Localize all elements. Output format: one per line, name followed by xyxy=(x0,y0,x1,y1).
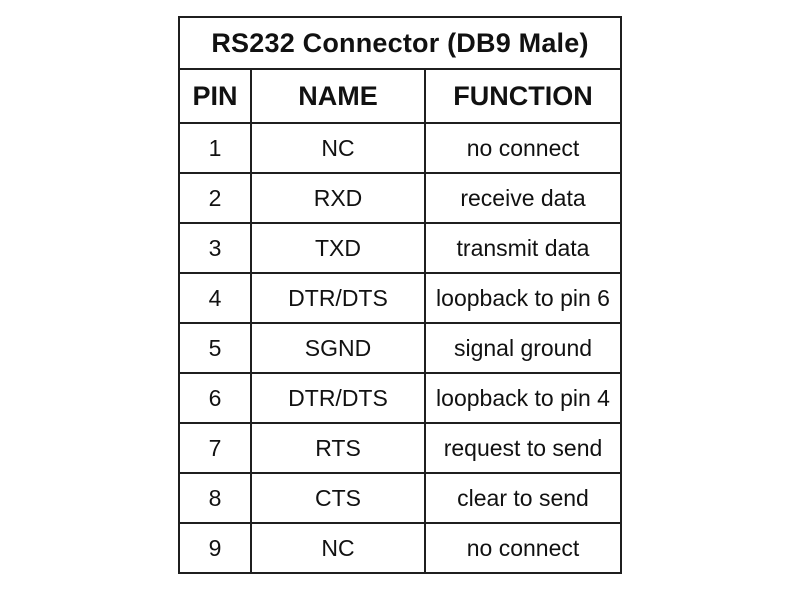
function-cell: request to send xyxy=(423,422,623,474)
name-cell: DTR/DTS xyxy=(250,372,426,424)
function-cell: clear to send xyxy=(423,472,623,524)
pin-cell: 8 xyxy=(178,472,252,524)
pin-cell: 7 xyxy=(178,422,252,474)
name-cell: SGND xyxy=(250,322,426,374)
name-cell: TXD xyxy=(250,222,426,274)
pin-cell: 1 xyxy=(178,122,252,174)
column-header-name: NAME xyxy=(250,68,426,124)
function-cell: no connect xyxy=(423,522,623,574)
name-cell: DTR/DTS xyxy=(250,272,426,324)
pin-cell: 4 xyxy=(178,272,252,324)
column-header-pin: PIN xyxy=(178,68,252,124)
name-cell: NC xyxy=(250,522,426,574)
pin-cell: 2 xyxy=(178,172,252,224)
name-cell: NC xyxy=(250,122,426,174)
pin-cell: 6 xyxy=(178,372,252,424)
pin-cell: 9 xyxy=(178,522,252,574)
pin-cell: 3 xyxy=(178,222,252,274)
function-cell: loopback to pin 4 xyxy=(423,372,623,424)
column-header-function: FUNCTION xyxy=(423,68,623,124)
rs232-pinout-table: RS232 Connector (DB9 Male) PIN NAME FUNC… xyxy=(177,16,623,574)
function-cell: signal ground xyxy=(423,322,623,374)
pin-cell: 5 xyxy=(178,322,252,374)
table-header-row: PIN NAME FUNCTION xyxy=(178,68,623,124)
table-title-row: RS232 Connector (DB9 Male) xyxy=(177,16,623,70)
function-cell: loopback to pin 6 xyxy=(423,272,623,324)
function-cell: receive data xyxy=(423,172,623,224)
function-cell: no connect xyxy=(423,122,623,174)
function-cell: transmit data xyxy=(423,222,623,274)
name-cell: RTS xyxy=(250,422,426,474)
name-cell: CTS xyxy=(250,472,426,524)
name-cell: RXD xyxy=(250,172,426,224)
table-title: RS232 Connector (DB9 Male) xyxy=(177,16,623,70)
